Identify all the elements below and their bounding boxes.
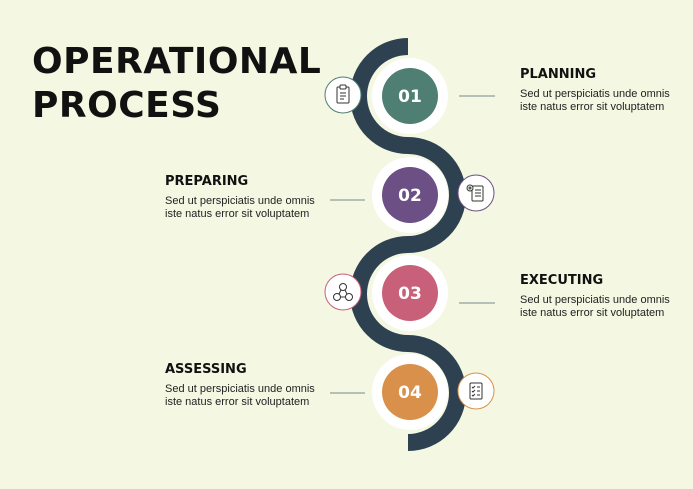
clipboard-icon	[324, 76, 362, 114]
title-line-2: PROCESS	[32, 85, 222, 126]
path-segment-3	[350, 236, 408, 352]
title-line-1: OPERATIONAL	[32, 41, 322, 82]
step-text-1: PLANNING Sed ut perspiciatis unde omnis …	[520, 67, 670, 114]
step-circle-4: 04	[372, 354, 448, 430]
step-text-3: EXECUTING Sed ut perspiciatis unde omnis…	[520, 273, 670, 320]
checklist-icon	[457, 372, 495, 410]
path-segment-2	[408, 137, 466, 253]
step-badge-4	[382, 364, 438, 420]
path-segment-4	[408, 335, 466, 451]
step-circle-1: 01	[372, 58, 448, 134]
step-desc-planning: Sed ut perspiciatis unde omnis iste natu…	[520, 88, 670, 113]
step-circle-2: 02	[372, 157, 448, 233]
step-number-1: 01	[398, 87, 422, 107]
path-segment-1	[350, 38, 408, 154]
gears-network-icon	[324, 273, 362, 311]
page-title: OPERATIONAL PROCESS	[32, 40, 321, 128]
step-text-2: PREPARING Sed ut perspiciatis unde omnis…	[165, 174, 315, 221]
step-badge-1	[382, 68, 438, 124]
step-number-3: 03	[398, 284, 422, 304]
step-title-assessing: ASSESSING	[165, 362, 247, 377]
step-desc-executing: Sed ut perspiciatis unde omnis iste natu…	[520, 294, 670, 319]
step-text-4: ASSESSING Sed ut perspiciatis unde omnis…	[165, 362, 315, 409]
step-desc-assessing: Sed ut perspiciatis unde omnis iste natu…	[165, 383, 315, 408]
document-settings-icon	[457, 174, 495, 212]
step-badge-2	[382, 167, 438, 223]
step-number-2: 02	[398, 186, 422, 206]
step-desc-preparing: Sed ut perspiciatis unde omnis iste natu…	[165, 195, 315, 220]
step-number-4: 04	[398, 383, 422, 403]
step-title-executing: EXECUTING	[520, 273, 604, 288]
step-title-planning: PLANNING	[520, 67, 597, 82]
step-circle-3: 03	[372, 255, 448, 331]
connector-lines	[330, 95, 495, 394]
step-badge-3	[382, 265, 438, 321]
step-title-preparing: PREPARING	[165, 174, 249, 189]
serpentine-path	[350, 38, 466, 451]
